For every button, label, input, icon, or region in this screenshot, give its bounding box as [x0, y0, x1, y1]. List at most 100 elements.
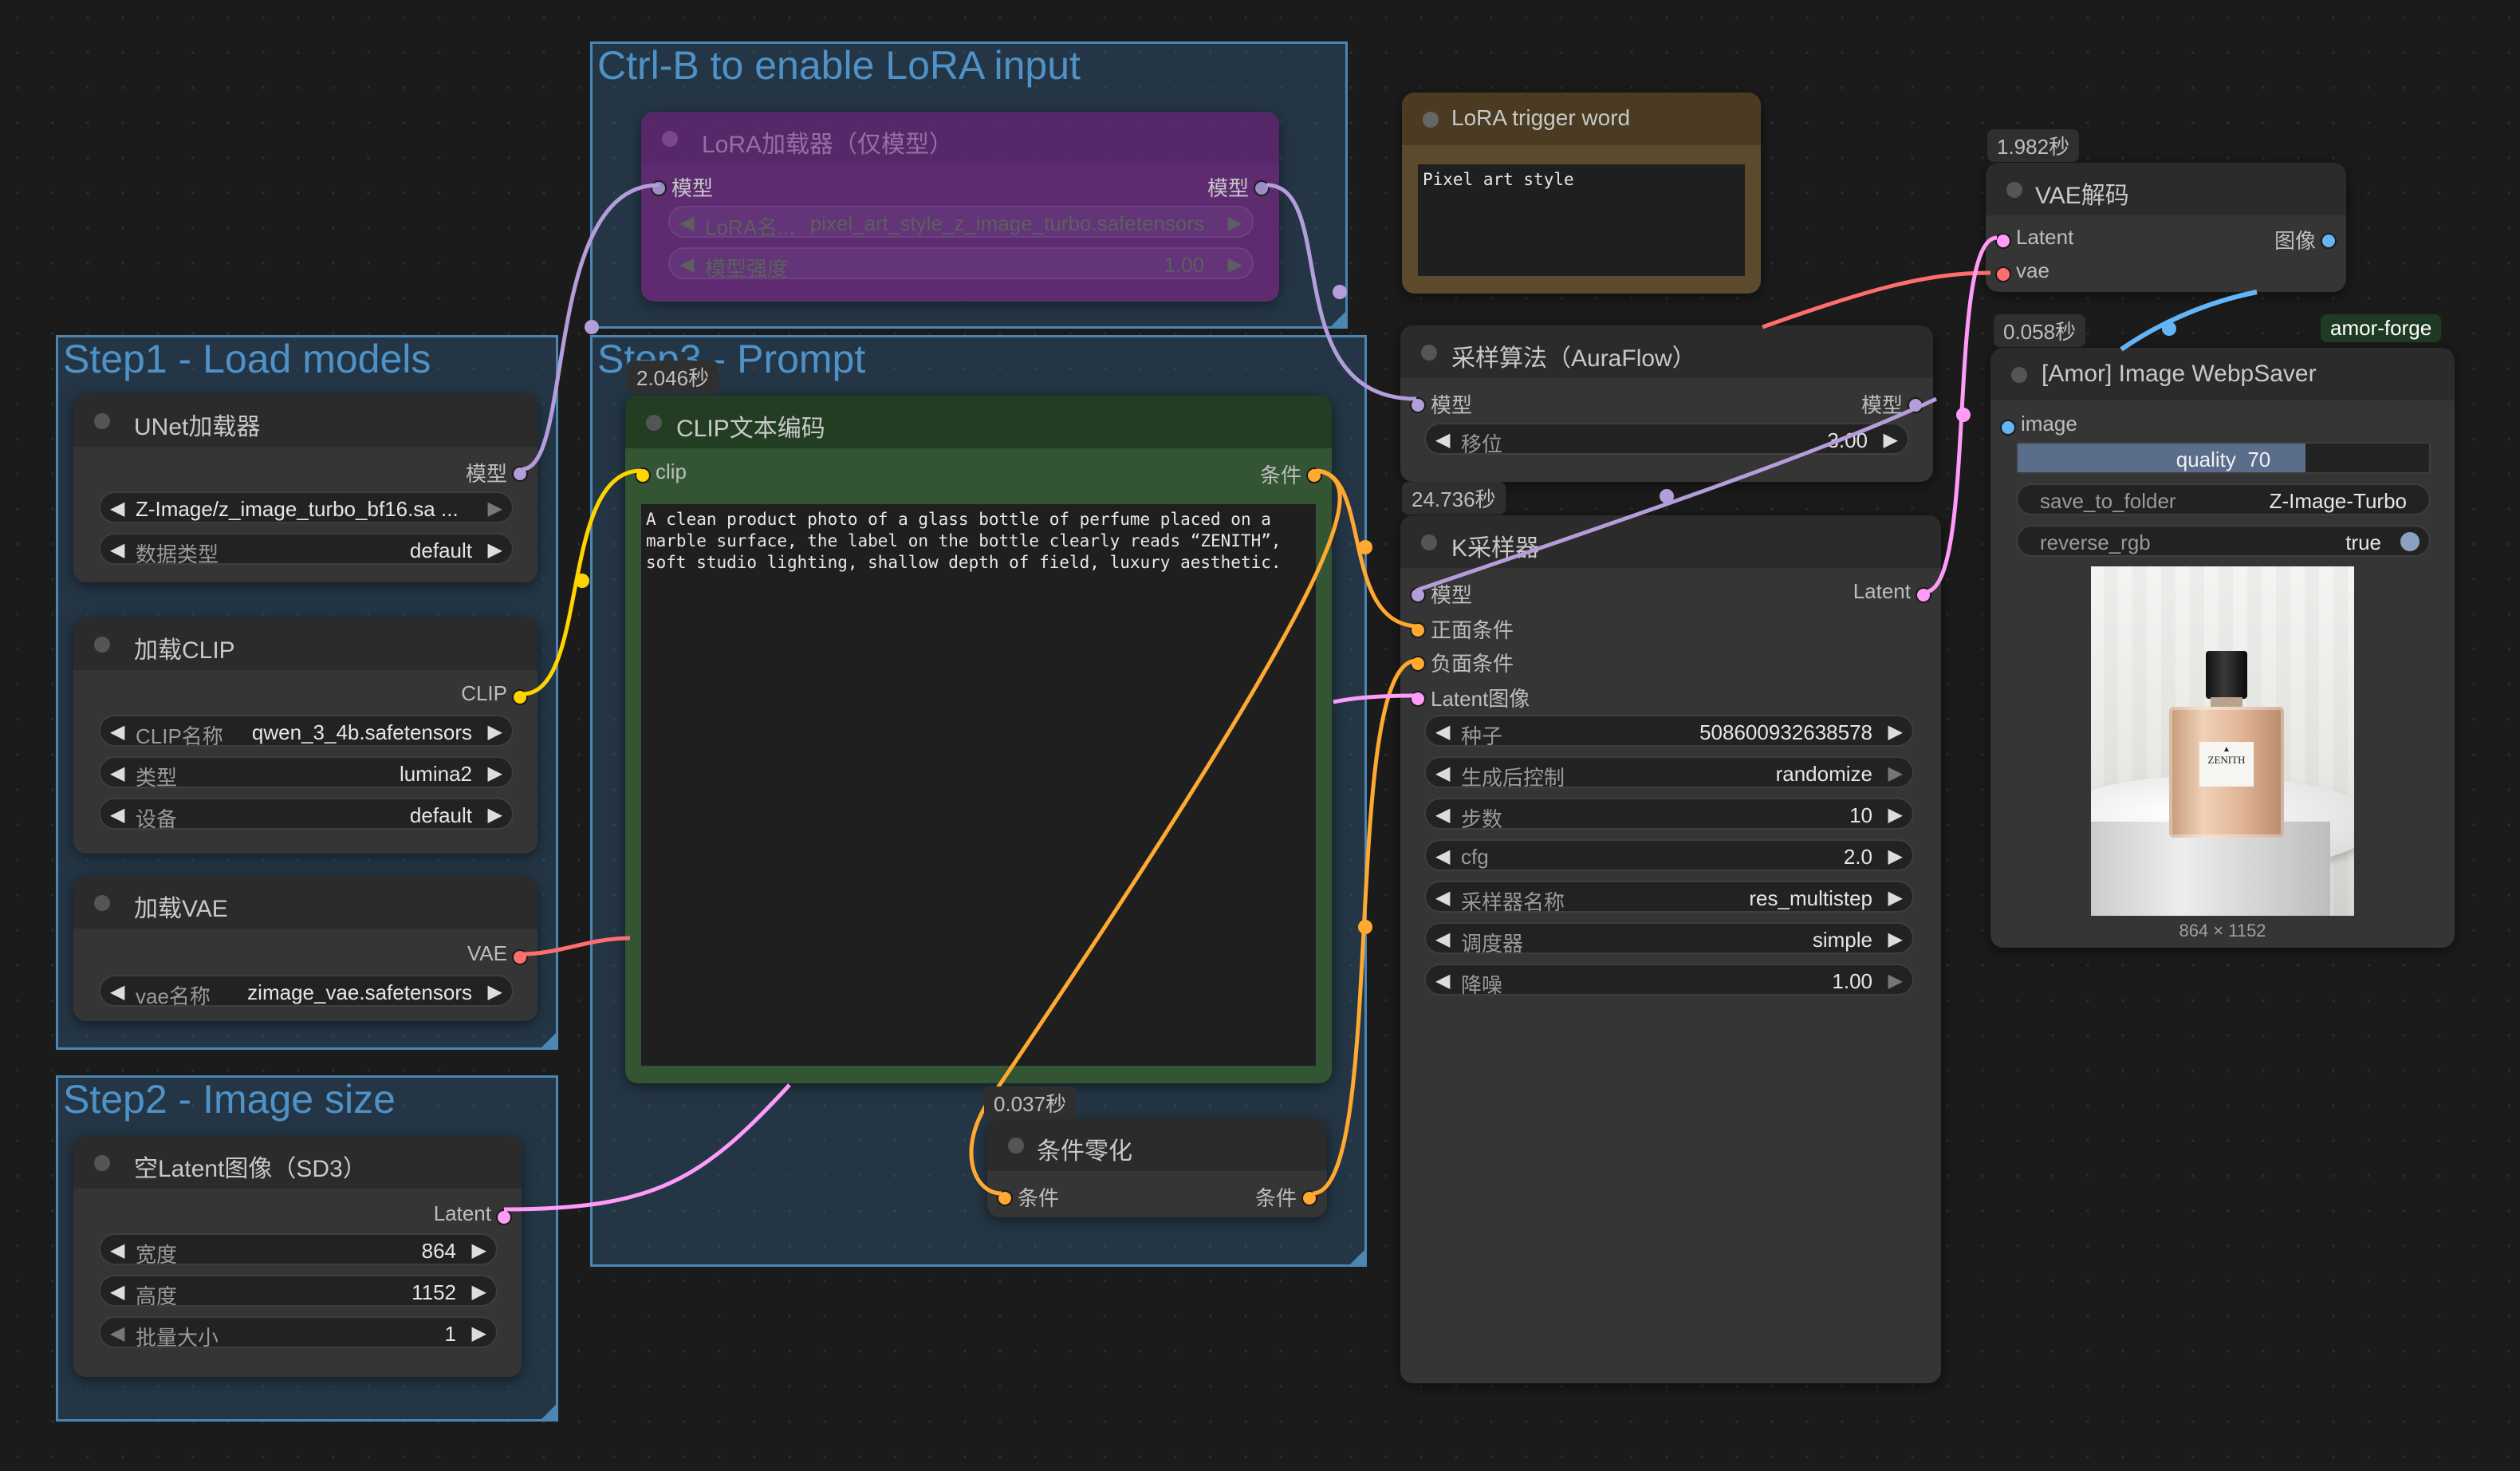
- increment-icon[interactable]: ▶: [1888, 846, 1903, 867]
- decrement-icon[interactable]: ◀: [110, 721, 125, 743]
- node-empty-latent[interactable]: 空Latent图像（SD3） Latent ◀ 宽度 864 ▶ ◀ 高度 11…: [73, 1136, 522, 1377]
- input-clip[interactable]: clip: [635, 459, 687, 484]
- shift-input[interactable]: ◀ 移位 3.00 ▶: [1424, 423, 1909, 456]
- lora-name-select[interactable]: ◀ LoRA名... pixel_art_style_z_image_turbo…: [668, 206, 1254, 239]
- increment-icon[interactable]: ▶: [471, 1281, 486, 1303]
- node-status-dot[interactable]: [2011, 367, 2027, 383]
- height-input[interactable]: ◀ 高度 1152 ▶: [99, 1275, 498, 1308]
- input-positive[interactable]: 正面条件: [1410, 614, 1514, 644]
- increment-icon[interactable]: ▶: [1227, 212, 1242, 234]
- decrement-icon[interactable]: ◀: [1435, 929, 1451, 950]
- node-status-dot[interactable]: [2006, 182, 2022, 198]
- device-select[interactable]: ◀ 设备 default ▶: [99, 798, 514, 831]
- node-model-sampling-auraflow[interactable]: 采样算法（AuraFlow） 模型 模型 ◀ 移位 3.00 ▶: [1400, 325, 1933, 482]
- node-clip-text-encode[interactable]: CLIP文本编码 clip 条件 A clean product photo o…: [625, 396, 1332, 1083]
- vae-name-select[interactable]: ◀ vae名称 zimage_vae.safetensors ▶: [99, 975, 514, 1008]
- increment-icon[interactable]: ▶: [487, 498, 502, 519]
- decrement-icon[interactable]: ◀: [1435, 846, 1451, 867]
- input-negative[interactable]: 负面条件: [1410, 648, 1514, 677]
- group-resize-handle[interactable]: [541, 1033, 556, 1047]
- reverse-rgb-toggle[interactable]: reverse_rgb true: [2016, 525, 2431, 557]
- increment-icon[interactable]: ▶: [1888, 887, 1903, 909]
- decrement-icon[interactable]: ◀: [110, 981, 125, 1003]
- output-clip[interactable]: CLIP: [461, 681, 528, 706]
- output-latent[interactable]: Latent: [434, 1201, 512, 1226]
- toggle-knob-icon[interactable]: [2400, 532, 2420, 551]
- group-resize-handle[interactable]: [1350, 1250, 1364, 1264]
- denoise-input[interactable]: ◀ 降噪 1.00 ▶: [1424, 964, 1914, 997]
- decrement-icon[interactable]: ◀: [1435, 804, 1451, 826]
- output-image[interactable]: 图像: [2274, 225, 2337, 254]
- increment-icon[interactable]: ▶: [471, 1240, 486, 1261]
- decrement-icon[interactable]: ◀: [1435, 970, 1451, 992]
- input-image[interactable]: image: [2000, 412, 2077, 436]
- node-lora-loader[interactable]: LoRA加载器（仅模型） 模型 模型 ◀ LoRA名... pixel_art_…: [641, 112, 1279, 302]
- node-status-dot[interactable]: [1421, 534, 1437, 550]
- increment-icon[interactable]: ▶: [1888, 721, 1903, 743]
- node-status-dot[interactable]: [94, 895, 110, 911]
- group-resize-handle[interactable]: [541, 1405, 556, 1419]
- unet-name-select[interactable]: ◀ Z-Image/z_image_turbo_bf16.sa ... ▶: [99, 491, 514, 523]
- decrement-icon[interactable]: ◀: [110, 539, 125, 561]
- node-status-dot[interactable]: [1421, 345, 1437, 361]
- lora-strength-slider[interactable]: ◀ 模型强度 1.00 ▶: [668, 247, 1254, 281]
- sampler-name-select[interactable]: ◀ 采样器名称 res_multistep ▶: [1424, 881, 1914, 914]
- node-status-dot[interactable]: [1423, 112, 1439, 128]
- output-model[interactable]: 模型: [1861, 389, 1923, 419]
- increment-icon[interactable]: ▶: [487, 804, 502, 826]
- node-status-dot[interactable]: [94, 1155, 110, 1171]
- scheduler-select[interactable]: ◀ 调度器 simple ▶: [1424, 922, 1914, 956]
- decrement-icon[interactable]: ◀: [110, 1240, 125, 1261]
- increment-icon[interactable]: ▶: [1888, 929, 1903, 950]
- increment-icon[interactable]: ▶: [1227, 254, 1242, 275]
- increment-icon[interactable]: ▶: [487, 539, 502, 561]
- node-status-dot[interactable]: [662, 131, 678, 147]
- decrement-icon[interactable]: ◀: [110, 763, 125, 784]
- node-webp-saver[interactable]: [Amor] Image WebpSaver image quality 70 …: [1990, 348, 2455, 948]
- increment-icon[interactable]: ▶: [1883, 429, 1898, 451]
- decrement-icon[interactable]: ◀: [110, 1323, 125, 1344]
- increment-icon[interactable]: ▶: [471, 1323, 486, 1344]
- node-status-dot[interactable]: [646, 415, 662, 431]
- node-status-dot[interactable]: [94, 413, 110, 429]
- decrement-icon[interactable]: ◀: [1435, 763, 1451, 784]
- clip-type-select[interactable]: ◀ 类型 lumina2 ▶: [99, 756, 514, 790]
- input-latent-image[interactable]: Latent图像: [1410, 683, 1530, 712]
- group-resize-handle[interactable]: [1331, 312, 1345, 326]
- batch-size-input[interactable]: ◀ 批量大小 1 ▶: [99, 1316, 498, 1350]
- dtype-select[interactable]: ◀ 数据类型 default ▶: [99, 533, 514, 566]
- decrement-icon[interactable]: ◀: [1435, 429, 1451, 451]
- node-vae-loader[interactable]: 加载VAE VAE ◀ vae名称 zimage_vae.safetensors…: [73, 876, 537, 1021]
- node-status-dot[interactable]: [1008, 1138, 1024, 1154]
- increment-icon[interactable]: ▶: [1888, 804, 1903, 826]
- quality-slider[interactable]: quality 70: [2016, 442, 2431, 474]
- input-conditioning[interactable]: 条件: [997, 1182, 1059, 1212]
- output-conditioning[interactable]: 条件: [1255, 1182, 1317, 1212]
- node-lora-trigger[interactable]: LoRA trigger word Pixel art style: [1402, 93, 1761, 294]
- decrement-icon[interactable]: ◀: [679, 212, 695, 234]
- output-model[interactable]: 模型: [466, 458, 528, 487]
- width-input[interactable]: ◀ 宽度 864 ▶: [99, 1233, 498, 1267]
- decrement-icon[interactable]: ◀: [1435, 887, 1451, 909]
- decrement-icon[interactable]: ◀: [1435, 721, 1451, 743]
- save-to-folder-input[interactable]: save_to_folder Z-Image-Turbo: [2016, 483, 2431, 515]
- increment-icon[interactable]: ▶: [1888, 763, 1903, 784]
- input-latent[interactable]: Latent: [1995, 225, 2073, 250]
- node-clip-loader[interactable]: 加载CLIP CLIP ◀ CLIP名称 qwen_3_4b.safetenso…: [73, 617, 537, 854]
- decrement-icon[interactable]: ◀: [110, 1281, 125, 1303]
- output-latent[interactable]: Latent: [1853, 579, 1931, 604]
- increment-icon[interactable]: ▶: [487, 981, 502, 1003]
- control-after-generate-select[interactable]: ◀ 生成后控制 randomize ▶: [1424, 756, 1914, 790]
- decrement-icon[interactable]: ◀: [679, 254, 695, 275]
- seed-input[interactable]: ◀ 种子 508600932638578 ▶: [1424, 715, 1914, 748]
- trigger-textarea[interactable]: Pixel art style: [1418, 164, 1745, 276]
- input-model[interactable]: 模型: [651, 172, 713, 202]
- increment-icon[interactable]: ▶: [487, 721, 502, 743]
- decrement-icon[interactable]: ◀: [110, 498, 125, 519]
- input-model[interactable]: 模型: [1410, 579, 1472, 609]
- decrement-icon[interactable]: ◀: [110, 804, 125, 826]
- cfg-input[interactable]: ◀ cfg 2.0 ▶: [1424, 839, 1914, 871]
- steps-input[interactable]: ◀ 步数 10 ▶: [1424, 798, 1914, 831]
- increment-icon[interactable]: ▶: [1888, 970, 1903, 992]
- node-conditioning-zero[interactable]: 条件零化 条件 条件: [987, 1118, 1327, 1217]
